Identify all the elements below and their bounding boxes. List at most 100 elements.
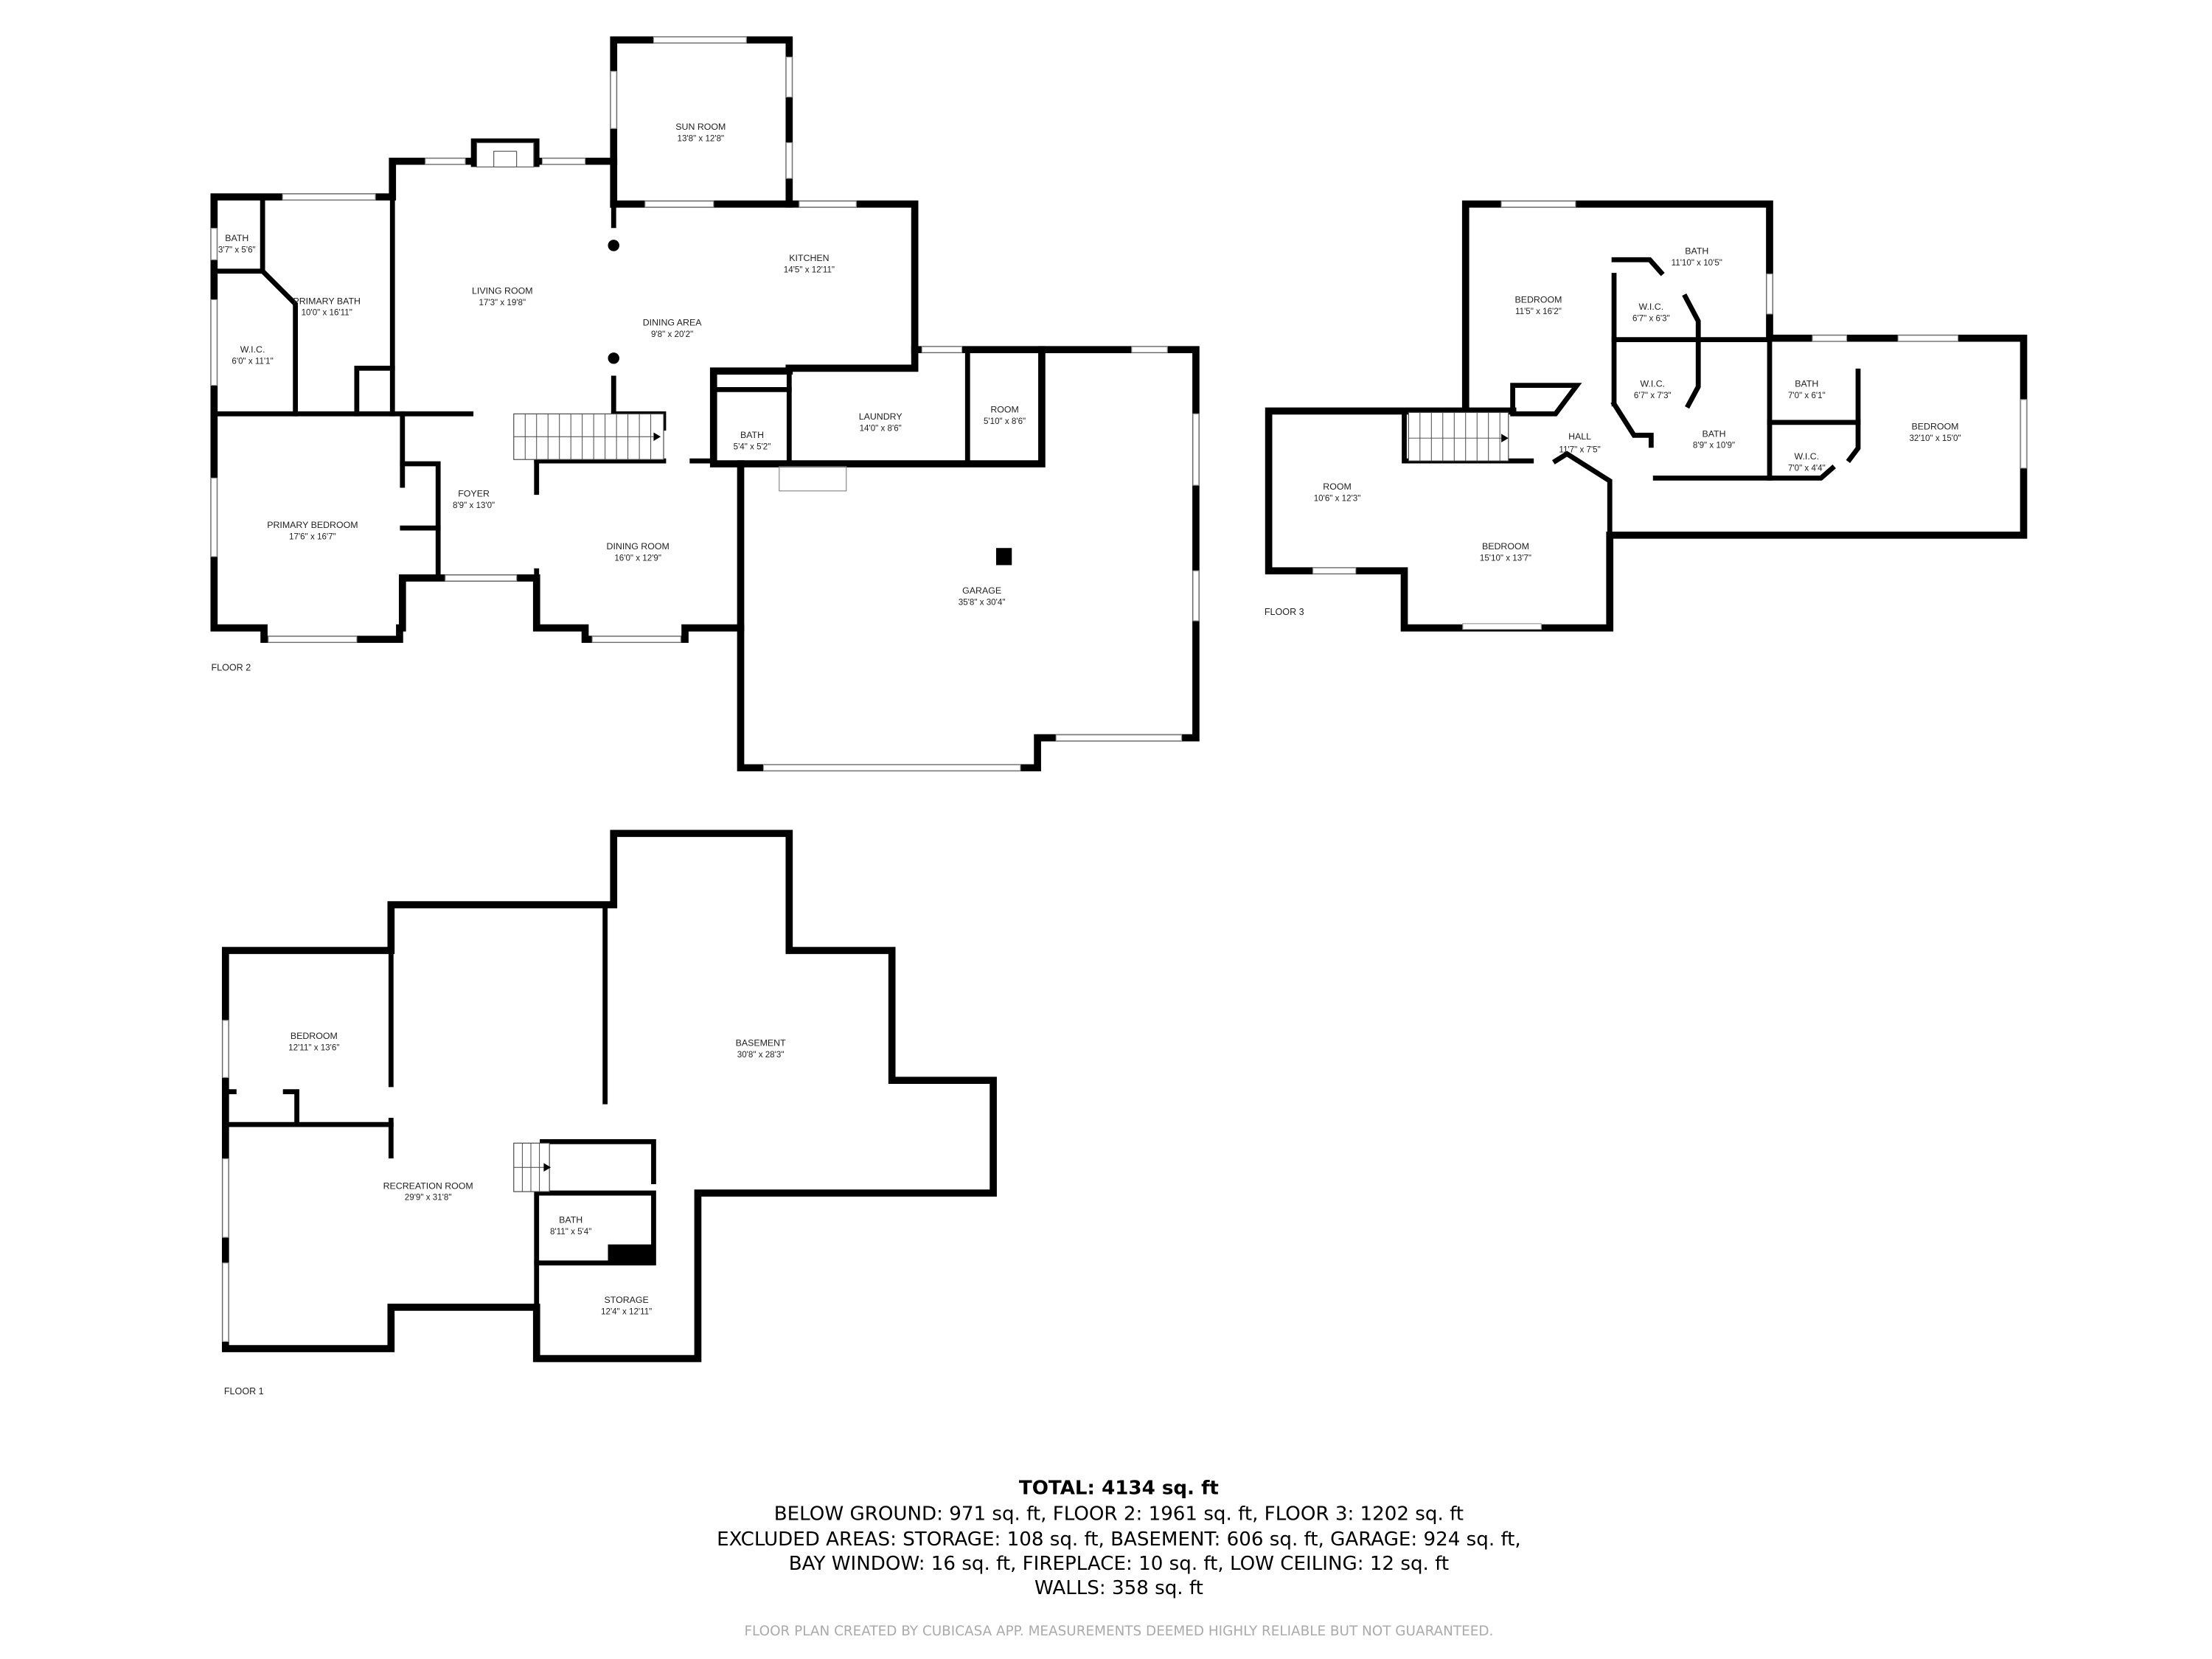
floor-3-plan — [1265, 200, 2028, 632]
wall — [709, 346, 1046, 467]
room-name: W.I.C. — [240, 344, 265, 355]
wall — [400, 461, 441, 581]
room-name: LAUNDRY — [859, 411, 902, 422]
room-name: W.I.C. — [1639, 302, 1664, 312]
wall — [354, 365, 395, 417]
floor-3-labels: BEDROOM 11'5" x 16'2" BATH 11'10" x 10'5… — [1265, 246, 1961, 618]
disclaimer: FLOOR PLAN CREATED BY CUBICASA APP. MEAS… — [744, 1624, 1493, 1639]
room-name: DINING ROOM — [607, 541, 669, 552]
window — [799, 201, 857, 208]
room-dims: 14'5" x 12'11" — [784, 265, 835, 275]
room-dims: 5'4" x 5'2" — [734, 442, 771, 452]
fireplace-icon — [470, 138, 540, 168]
area-summary: TOTAL: 4134 sq. ft BELOW GROUND: 971 sq.… — [717, 1477, 1521, 1639]
room-dims: 15'10" x 13'7" — [1480, 554, 1531, 563]
room-name: BEDROOM — [1912, 422, 1959, 432]
wall — [1611, 257, 1665, 276]
room-dims: 14'0" x 8'6" — [860, 424, 902, 434]
room-dims: 5'10" x 8'6" — [984, 417, 1026, 426]
staircase — [1408, 411, 1509, 462]
room-name: GARAGE — [962, 585, 1001, 596]
excluded-areas: EXCLUDED AREAS: STORAGE: 108 sq. ft, BAS… — [717, 1528, 1521, 1551]
walls-area: WALLS: 358 sq. ft — [1034, 1577, 1203, 1599]
room-dims: 6'0" x 11'1" — [232, 357, 273, 366]
room-dims: 10'0" x 16'11" — [302, 308, 352, 318]
window — [921, 346, 963, 353]
wall — [1265, 200, 2028, 632]
room-name: BEDROOM — [291, 1031, 338, 1041]
room-name: BATH — [1685, 246, 1708, 257]
column — [608, 352, 619, 364]
window — [1812, 335, 1848, 342]
garage-pillar — [995, 548, 1012, 566]
total-area: TOTAL: 4134 sq. ft — [1019, 1477, 1219, 1499]
room-dims: 10'6" x 12'3" — [1314, 493, 1361, 503]
room-dims: 6'7" x 6'3" — [1632, 313, 1670, 323]
wall — [282, 1089, 299, 1127]
window — [445, 574, 518, 582]
window — [785, 142, 793, 179]
window — [1500, 201, 1576, 208]
window — [785, 56, 793, 98]
room-name: DINING AREA — [643, 317, 703, 327]
wall — [1610, 400, 1654, 448]
window — [210, 299, 218, 386]
window — [610, 71, 617, 129]
room-dims: 17'3" x 19'8" — [479, 298, 526, 307]
room-name: W.I.C. — [1794, 451, 1819, 462]
room-name: PRIMARY BEDROOM — [267, 520, 358, 530]
room-dims: 6'7" x 7'3" — [1634, 391, 1672, 400]
room-name: SUN ROOM — [675, 122, 726, 132]
room-name: BEDROOM — [1482, 541, 1529, 552]
room-name: BATH — [1702, 428, 1725, 439]
room-dims: 17'6" x 16'7" — [289, 532, 336, 542]
floor-2-plan — [210, 36, 1200, 772]
room-dims: 11'5" x 16'2" — [1515, 307, 1562, 316]
window — [1192, 413, 1200, 486]
room-name: BATH — [559, 1215, 582, 1225]
floor-areas: BELOW GROUND: 971 sq. ft, FLOOR 2: 1961 … — [774, 1503, 1464, 1525]
window — [1462, 623, 1542, 630]
room-dims: 11'7" x 7'5" — [1559, 445, 1600, 455]
room-name: BEDROOM — [1514, 294, 1562, 305]
window — [644, 201, 714, 208]
room-name: HALL — [1568, 431, 1591, 442]
room-dims: 35'8" x 30'4" — [959, 598, 1006, 608]
wall — [1652, 465, 1836, 481]
room-dims: 32'10" x 15'0" — [1909, 434, 1961, 443]
floor-label: FLOOR 1 — [224, 1386, 264, 1397]
column — [608, 240, 619, 251]
window — [653, 36, 747, 44]
room-dims: 8'9" x 13'0" — [453, 501, 495, 510]
room-name: LIVING ROOM — [472, 286, 533, 296]
wall — [610, 200, 919, 372]
room-dims: 7'0" x 4'4" — [1788, 464, 1826, 473]
room-dims: 7'0" x 6'1" — [1788, 391, 1826, 400]
room-name: BATH — [225, 233, 248, 243]
room-name: FOYER — [458, 489, 490, 499]
wall — [540, 1139, 656, 1184]
window — [210, 228, 218, 260]
wall — [221, 830, 997, 1363]
floor-label: FLOOR 3 — [1265, 607, 1304, 617]
wall — [1846, 368, 1861, 463]
window — [1055, 734, 1183, 742]
window — [282, 193, 376, 201]
staircase — [513, 1142, 552, 1192]
room-dims: 8'9" x 10'9" — [1693, 441, 1735, 451]
window — [1312, 567, 1357, 574]
room-dims: 29'9" x 31'8" — [405, 1193, 452, 1203]
wall — [737, 346, 1200, 772]
window — [1131, 346, 1168, 353]
window — [1897, 335, 1959, 342]
room-name: BASEMENT — [736, 1038, 787, 1048]
room-dims: 3'7" x 5'6" — [218, 246, 256, 255]
room-dims: 30'8" x 28'3" — [737, 1050, 785, 1060]
low-ceiling-block — [608, 1244, 654, 1263]
room-dims: 13'8" x 12'8" — [677, 134, 724, 144]
wall — [1682, 293, 1701, 409]
window — [762, 764, 1021, 771]
wall — [211, 268, 299, 417]
excluded-areas-cont: BAY WINDOW: 16 sq. ft, FIREPLACE: 10 sq.… — [789, 1553, 1449, 1575]
